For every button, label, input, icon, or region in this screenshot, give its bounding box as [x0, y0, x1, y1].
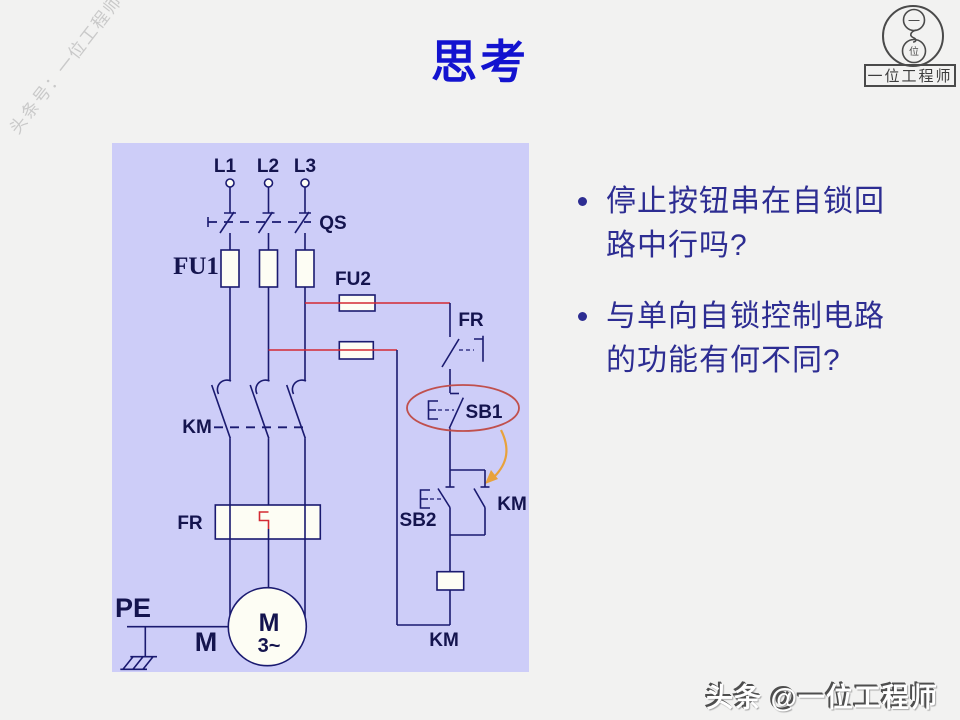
motor-phase-label: 3~: [258, 635, 281, 657]
fu2-fuses-icon: [268, 294, 450, 360]
motor-icon: [227, 539, 308, 667]
earth-ground-icon: [120, 625, 229, 671]
fr-thermal-element-icon: [214, 504, 322, 588]
label-fu1: FU1: [173, 253, 219, 280]
label-fr-contact: FR: [458, 310, 484, 331]
sb2-start-button-icon: [419, 469, 486, 535]
control-return-wire: [396, 350, 451, 626]
circuit-diagram: L1 L2 L3 QS FU1: [115, 156, 527, 671]
label-fr-element: FR: [177, 513, 203, 534]
label-fu2: FU2: [335, 269, 371, 290]
list-item: 停止按钮串在自锁回 路中行吗?: [578, 180, 918, 268]
logo-squiggle-icon: [910, 29, 917, 43]
bullet-line: 的功能有何不同?: [606, 344, 841, 378]
label-l3: L3: [294, 156, 316, 177]
km-main-contacts-icon: [210, 379, 308, 512]
fu1-fuses-icon: [220, 249, 315, 380]
logo-badge-label: 一位工程师: [867, 68, 952, 85]
annotation-arrow-head-icon: [485, 470, 498, 484]
highlight-ellipse-icon: [406, 384, 520, 432]
bullet-icon: [578, 197, 587, 206]
logo-bottom-char: 位: [909, 45, 919, 58]
motor-letter: M: [259, 609, 280, 637]
logo-bottom-circle-icon: [901, 38, 927, 64]
bullet-text: 停止按钮串在自锁回 路中行吗?: [606, 180, 885, 268]
logo-badge-box: [864, 64, 956, 87]
label-l1: L1: [214, 156, 237, 177]
list-item: 与单向自锁控制电路 的功能有何不同?: [578, 295, 918, 383]
label-km-main: KM: [182, 417, 212, 438]
fr-nc-contact-icon: [441, 335, 484, 393]
label-l2: L2: [257, 156, 279, 177]
annotation-arrow-icon: [493, 429, 508, 478]
label-sb1: SB1: [466, 402, 503, 423]
km-aux-contact-icon: [450, 486, 490, 536]
sb1-stop-button-icon: [427, 392, 465, 470]
bullet-text: 与单向自锁控制电路 的功能有何不同?: [606, 295, 885, 383]
question-list: 停止按钮串在自锁回 路中行吗? 与单向自锁控制电路 的功能有何不同?: [578, 180, 918, 410]
qs-switch-icon: [207, 211, 311, 250]
label-km-aux: KM: [497, 494, 527, 515]
label-m-wire: M: [195, 627, 218, 657]
page-title: 思考: [431, 36, 529, 88]
label-pe: PE: [115, 593, 151, 623]
label-sb2: SB2: [400, 510, 437, 531]
supply-terminals-icon: [225, 178, 310, 213]
bullet-line: 与单向自锁控制电路: [606, 300, 885, 334]
logo-top-char: 一: [908, 14, 920, 28]
bullet-line: 停止按钮串在自锁回: [606, 185, 885, 218]
label-qs: QS: [319, 213, 346, 234]
bullet-line: 路中行吗?: [606, 229, 748, 263]
label-km-coil: KM: [429, 630, 459, 651]
brand-logo: 一 位 一位工程师: [864, 5, 956, 87]
circuit-diagram-panel: L1 L2 L3 QS FU1: [112, 143, 529, 672]
footer-credit: 头条 @一位工程师: [706, 683, 938, 713]
bullet-icon: [578, 312, 587, 322]
km-coil-icon: [436, 570, 465, 591]
